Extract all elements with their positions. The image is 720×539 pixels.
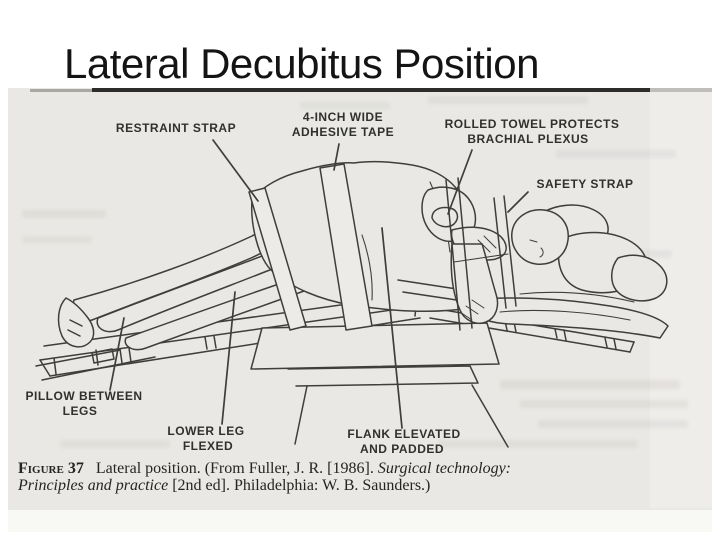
patient-legs	[57, 226, 323, 351]
rail-post	[119, 347, 132, 364]
leader-restraint-strap	[212, 139, 259, 202]
toe-lines	[67, 319, 83, 337]
bleed-smudge	[520, 400, 688, 408]
label-pillow-line2: LEGS	[63, 404, 98, 418]
label-adhesive-tape-line1: 4-INCH WIDE	[303, 110, 383, 124]
leader-safety-strap	[507, 191, 529, 213]
restraint-strap-band	[248, 187, 307, 331]
scan-top-shadow	[92, 88, 712, 92]
towel-roll	[431, 206, 459, 228]
label-flank-line1: FLANK ELEVATED	[347, 427, 460, 441]
safety-strap-front	[445, 177, 473, 331]
caption-text-italic1: Surgical technology:	[377, 460, 511, 477]
face-lines	[529, 239, 544, 258]
pedestal-leg-right	[471, 384, 509, 448]
head-pillows	[469, 204, 669, 339]
caption-text-roman2: [2nd ed]. Philadelphia: W. B. Saunders.)	[168, 477, 431, 494]
label-rolled-towel-line1: ROLLED TOWEL PROTECTS	[445, 117, 620, 131]
anatomy-illustration-svg: RESTRAINT STRAP 4-INCH WIDE ADHESIVE TAP…	[26, 110, 669, 456]
label-lower-leg-line2: FLEXED	[183, 439, 233, 453]
label-pillow-line1: PILLOW BETWEEN	[26, 389, 143, 403]
leader-lines	[109, 139, 529, 429]
blanket-fold	[499, 291, 635, 321]
adhesive-tape	[319, 163, 373, 331]
bleed-smudge	[500, 380, 680, 389]
table-end-cap	[39, 341, 635, 377]
pedestal-slab	[250, 322, 500, 370]
bleed-smudge	[300, 102, 390, 109]
leader-rolled-towel	[447, 149, 473, 215]
label-flank-line2: AND PADDED	[360, 442, 444, 456]
rail-post	[554, 328, 567, 341]
figure-labels: RESTRAINT STRAP 4-INCH WIDE ADHESIVE TAP…	[26, 110, 634, 456]
bleed-smudge	[22, 210, 106, 218]
caption-text-roman1: Lateral position. (From Fuller, J. R. [1…	[95, 460, 378, 477]
adhesive-tape-band	[319, 163, 373, 331]
scan-bottom-margin	[8, 510, 712, 532]
bleed-smudge	[438, 440, 638, 448]
safety-strap-band	[445, 177, 517, 331]
caption-text-italic2: Principles and practice	[18, 477, 169, 494]
bleed-smudge	[538, 420, 688, 428]
rail-post	[604, 337, 617, 350]
patient-head	[511, 209, 569, 265]
bleed-smudge	[22, 236, 92, 243]
blanket-mass	[469, 297, 669, 339]
head-outline	[511, 209, 569, 265]
leader-adhesive-tape	[333, 143, 340, 171]
bleed-smudge	[60, 440, 170, 448]
figure-number: Figure 37	[18, 460, 84, 477]
rail-post	[204, 335, 217, 350]
pillow-lump-right	[611, 254, 668, 302]
page-title: Lateral Decubitus Position	[64, 40, 539, 87]
label-lower-leg-line1: LOWER LEG	[167, 424, 244, 438]
label-rolled-towel-line2: BRACHIAL PLEXUS	[467, 132, 588, 146]
scanned-figure-region: RESTRAINT STRAP 4-INCH WIDE ADHESIVE TAP…	[8, 88, 712, 532]
table-pedestal	[250, 322, 509, 448]
bleed-smudge	[428, 96, 588, 104]
foot-end-rail	[35, 349, 156, 381]
lower-hand-fingers	[459, 299, 485, 321]
leader-flank-elevated	[381, 227, 403, 429]
figure-caption: Figure 37 Lateral position. (From Fuller,…	[18, 460, 658, 494]
strap-crossbar	[453, 253, 509, 263]
rolled-towel	[431, 206, 459, 228]
label-safety-strap: SAFETY STRAP	[536, 177, 633, 191]
label-restraint-strap: RESTRAINT STRAP	[116, 121, 236, 135]
scan-right-margin	[650, 88, 712, 508]
safety-strap-back	[493, 195, 517, 309]
label-adhesive-tape-line2: ADHESIVE TAPE	[292, 125, 394, 139]
leader-lower-leg-flexed	[221, 291, 236, 425]
lower-arm	[450, 243, 499, 324]
leader-pillow-between-legs	[109, 317, 125, 391]
bleed-smudge	[556, 150, 676, 158]
pedestal-leg-left	[294, 385, 308, 445]
restraint-strap	[248, 187, 307, 331]
foot-end-bracket	[91, 348, 115, 364]
pedestal-lip	[287, 365, 479, 387]
scan-top-shadow-light	[30, 89, 92, 92]
